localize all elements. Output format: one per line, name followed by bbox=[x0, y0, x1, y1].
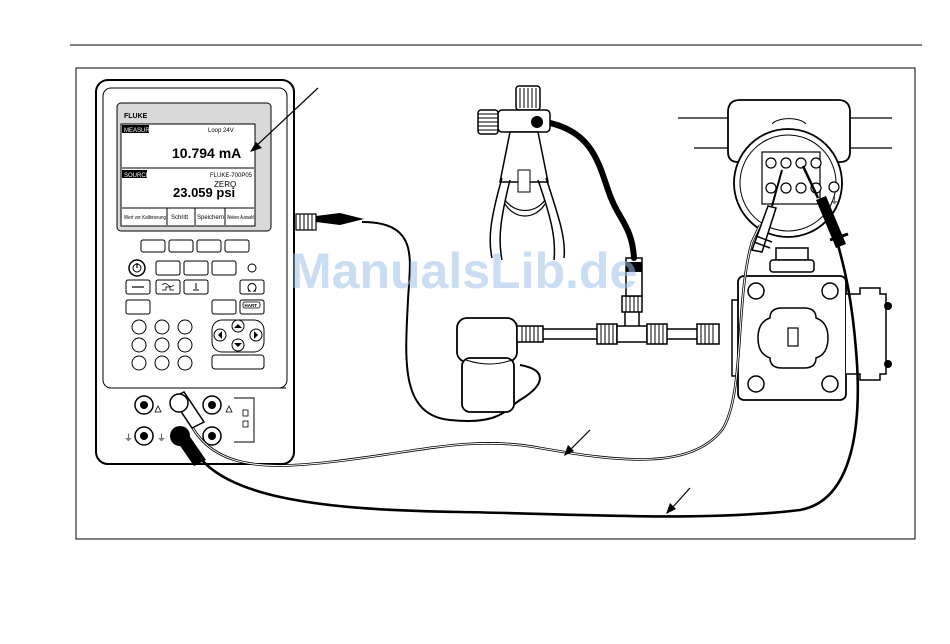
function-key-2 bbox=[184, 261, 208, 275]
flange-bolt bbox=[748, 376, 764, 392]
pump-handle-link bbox=[505, 200, 545, 216]
keypad-key bbox=[132, 338, 146, 352]
terminal-screw bbox=[766, 183, 776, 193]
hart-key-label: HART bbox=[245, 303, 258, 308]
mode-label: Loop 24V bbox=[208, 128, 234, 134]
softkey-label-3: Speichern bbox=[197, 215, 224, 221]
keypad-key bbox=[178, 338, 192, 352]
tube-1 bbox=[543, 329, 597, 339]
terminal-screw bbox=[796, 183, 806, 193]
black-lead-pointer-line bbox=[672, 488, 690, 508]
key-misc-1 bbox=[212, 300, 236, 314]
transmitter-fitting bbox=[697, 324, 719, 344]
pressure-module bbox=[457, 318, 543, 412]
model-label: FLUKE-700P05 bbox=[210, 173, 253, 179]
pump-outlet bbox=[531, 116, 543, 128]
jack-6-pin bbox=[208, 432, 216, 440]
module-cable-plug bbox=[316, 213, 364, 225]
tube-2 bbox=[667, 329, 697, 339]
module-cable-connector-body bbox=[296, 214, 316, 230]
ground-symbol-3: ⏚ bbox=[830, 196, 839, 206]
jack-1-pin bbox=[140, 401, 148, 409]
black-lead-plug-head bbox=[170, 426, 190, 446]
flange-bolt bbox=[822, 283, 838, 299]
sensor-vent bbox=[788, 328, 798, 346]
enter-key bbox=[212, 355, 264, 369]
pump-piston bbox=[518, 170, 530, 192]
softkey-label-2: Schritt bbox=[171, 215, 188, 221]
softkey-2 bbox=[169, 240, 193, 252]
side-bolt-2 bbox=[884, 360, 892, 368]
keypad-key bbox=[155, 338, 169, 352]
terminal-screw bbox=[781, 158, 791, 168]
ground-symbol-2: ⏚ bbox=[157, 433, 166, 443]
keypad-key bbox=[178, 320, 192, 334]
watermark: ManualsLib.de bbox=[290, 243, 637, 299]
source-value: 23.059 psi bbox=[173, 185, 235, 200]
jack-4-pin bbox=[140, 432, 148, 440]
function-key-1 bbox=[156, 261, 180, 275]
softkey-1 bbox=[141, 240, 165, 252]
measure-value: 10.794 mA bbox=[172, 145, 241, 161]
keypad-key bbox=[155, 320, 169, 334]
source-tag: SOURCE bbox=[124, 173, 150, 179]
hand-pump bbox=[478, 86, 564, 260]
softkey-3 bbox=[197, 240, 221, 252]
pressure-hose bbox=[545, 122, 634, 258]
sensor-flange-right bbox=[846, 288, 886, 380]
brand-label: FLUKE bbox=[124, 113, 148, 120]
side-bolt-1 bbox=[884, 302, 892, 310]
numeric-keypad bbox=[132, 320, 192, 370]
tee-fitting-left bbox=[597, 324, 617, 344]
softkey-label-1: Wert vor Kalibrierung bbox=[124, 215, 166, 221]
red-lead-pointer-line bbox=[570, 430, 590, 450]
terminal-screw bbox=[766, 158, 776, 168]
keypad-key bbox=[132, 320, 146, 334]
softkey-4 bbox=[225, 240, 249, 252]
lead-pointer-arrows bbox=[564, 430, 690, 514]
softkey-label-4: Weitere Auswahl bbox=[227, 215, 254, 221]
tee-body bbox=[617, 326, 647, 342]
pressure-module-lower bbox=[462, 358, 514, 412]
flange-bolt bbox=[822, 376, 838, 392]
keypad-key bbox=[132, 356, 146, 370]
keypad-key bbox=[178, 356, 192, 370]
transmitter-neck bbox=[776, 248, 808, 260]
ground-screw bbox=[829, 182, 839, 192]
keypad-key bbox=[155, 356, 169, 370]
tee-fitting-right bbox=[647, 324, 667, 344]
key-pressure bbox=[126, 300, 150, 314]
key-ohm bbox=[240, 280, 264, 294]
red-lead-plug-head bbox=[170, 394, 188, 412]
jack-3-pin bbox=[208, 401, 216, 409]
terminal-screw bbox=[781, 183, 791, 193]
flange-bolt bbox=[748, 283, 764, 299]
pressure-module-body bbox=[457, 318, 517, 362]
measure-tag: MEASURE bbox=[124, 128, 154, 134]
terminal-screw bbox=[811, 158, 821, 168]
pressure-transmitter: ⏚ bbox=[678, 100, 892, 400]
ground-symbol-1: ⏚ bbox=[124, 433, 133, 443]
transmitter-collar bbox=[770, 260, 814, 272]
arrow-pad bbox=[212, 320, 264, 352]
function-key-3 bbox=[212, 261, 236, 275]
